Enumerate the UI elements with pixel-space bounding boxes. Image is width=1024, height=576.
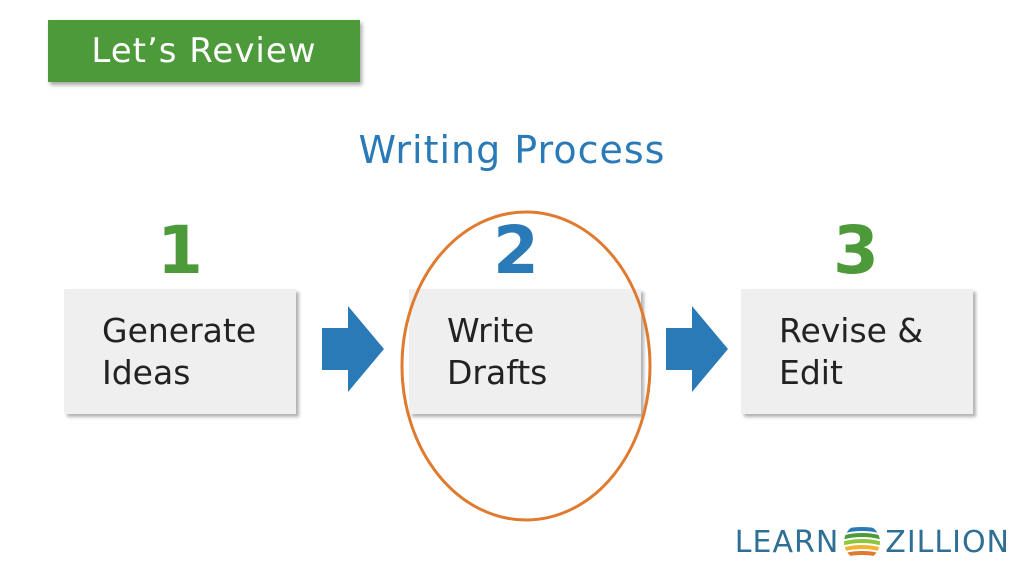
arrow-right-icon: [666, 306, 728, 392]
logo-text-zillion: ZILLION: [885, 524, 1010, 560]
step-2-number: 2: [493, 212, 539, 289]
lets-review-badge: Let’s Review: [48, 20, 360, 82]
step-box-write-drafts: Write Drafts: [409, 289, 641, 414]
badge-label: Let’s Review: [91, 31, 317, 71]
step-3-label: Revise & Edit: [779, 310, 924, 392]
highlight-circle: [400, 210, 652, 522]
step-2-label: Write Drafts: [447, 310, 548, 392]
step-box-revise-edit: Revise & Edit: [741, 289, 973, 414]
logo-text-learn: LEARN: [734, 524, 840, 560]
arrow-right-icon: [322, 306, 384, 392]
diagram-title: Writing Process: [358, 128, 666, 172]
step-box-generate-ideas: Generate Ideas: [64, 289, 296, 414]
step-1-number: 1: [157, 212, 203, 289]
step-3-number: 3: [833, 212, 879, 289]
step-1-label: Generate Ideas: [102, 310, 257, 392]
learnzillion-stripes-icon: [844, 527, 881, 558]
learnzillion-logo: LEARN ZILLION: [735, 522, 1010, 562]
